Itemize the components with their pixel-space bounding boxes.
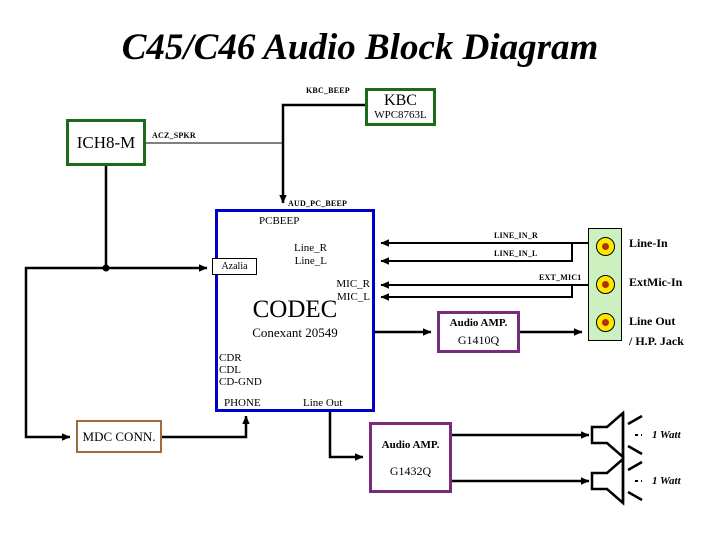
speaker-2-power-label: 1 Watt [652, 475, 681, 487]
block-azalia-port[interactable]: Azalia [212, 258, 257, 275]
block-azalia-label: Azalia [221, 261, 248, 272]
jack-line-out[interactable] [596, 313, 615, 332]
codec-pin-cdr: CDR [219, 352, 242, 364]
block-ich8m[interactable]: ICH8-M [66, 119, 146, 166]
wire-mdc-phone [162, 415, 250, 439]
codec-pin-pcbeep: PCBEEP [259, 215, 300, 227]
wire-mdc-in [24, 266, 106, 441]
block-codec-sublabel: Conexant 20549 [252, 325, 338, 340]
codec-pin-cdl: CDL [219, 364, 241, 376]
wire-kbc-beep [279, 103, 365, 204]
block-kbc-label: KBC [384, 92, 417, 109]
block-audio-amp-top[interactable]: Audio AMP. G1410Q [437, 311, 520, 353]
wire-line-in-l [380, 242, 588, 265]
block-audio-amp-top-sublabel: G1410Q [457, 332, 500, 347]
jack-label-line-in: Line-In [629, 236, 668, 250]
codec-pin-phone: PHONE [224, 397, 261, 409]
block-mdc-conn[interactable]: MDC CONN. [76, 420, 162, 453]
signal-label-kbc-beep: KBC_BEEP [306, 86, 350, 95]
block-audio-amp-top-label: Audio AMP. [449, 316, 508, 329]
block-ich8m-label: ICH8-M [76, 132, 136, 152]
jack-line-in[interactable] [596, 237, 615, 256]
block-codec[interactable]: CODEC Conexant 20549 [215, 209, 375, 412]
block-audio-amp-bottom[interactable]: Audio AMP. G1432Q [369, 422, 452, 493]
jack-ext-mic-in[interactable] [596, 275, 615, 294]
block-audio-amp-bottom-label: Audio AMP. [381, 438, 440, 451]
jack-label-ext-mic-in: ExtMic-In [629, 275, 683, 289]
block-kbc[interactable]: KBC WPC8763L [365, 88, 436, 126]
block-mdc-conn-label: MDC CONN. [82, 428, 156, 444]
jack-label-line-out: Line Out [629, 314, 676, 328]
jack-panel [588, 228, 622, 341]
jack-label-hp-jack: / H.P. Jack [629, 334, 684, 348]
codec-pin-mic-l: MIC_L [337, 291, 370, 303]
signal-label-aud-pc-beep: AUD_PC_BEEP [288, 199, 348, 208]
signal-label-ext-mic1: EXT_MIC1 [539, 273, 582, 282]
speaker-2-icon [590, 456, 643, 506]
block-kbc-sublabel: WPC8763L [374, 109, 427, 121]
signal-label-acz-spkr: ACZ_SPKR [152, 131, 196, 140]
codec-pin-cd-gnd: CD-GND [219, 376, 262, 388]
block-audio-amp-bottom-sublabel: G1432Q [389, 463, 432, 478]
signal-label-line-in-r: LINE_IN_R [494, 231, 539, 240]
codec-pin-line-out: Line Out [303, 397, 343, 409]
speaker-1-icon [590, 410, 643, 460]
wire-ext-mic-l [380, 284, 588, 301]
wire-codec-lineout-amp [328, 412, 364, 461]
codec-pin-mic-r: MIC_R [336, 278, 370, 290]
signal-label-line-in-l: LINE_IN_L [494, 249, 538, 258]
page-title: C45/C46 Audio Block Diagram [121, 27, 599, 68]
codec-pin-line-l: Line_L [294, 255, 327, 267]
codec-pin-line-r: Line_R [294, 242, 327, 254]
speaker-1-power-label: 1 Watt [652, 429, 681, 441]
block-codec-label: CODEC [252, 296, 338, 323]
